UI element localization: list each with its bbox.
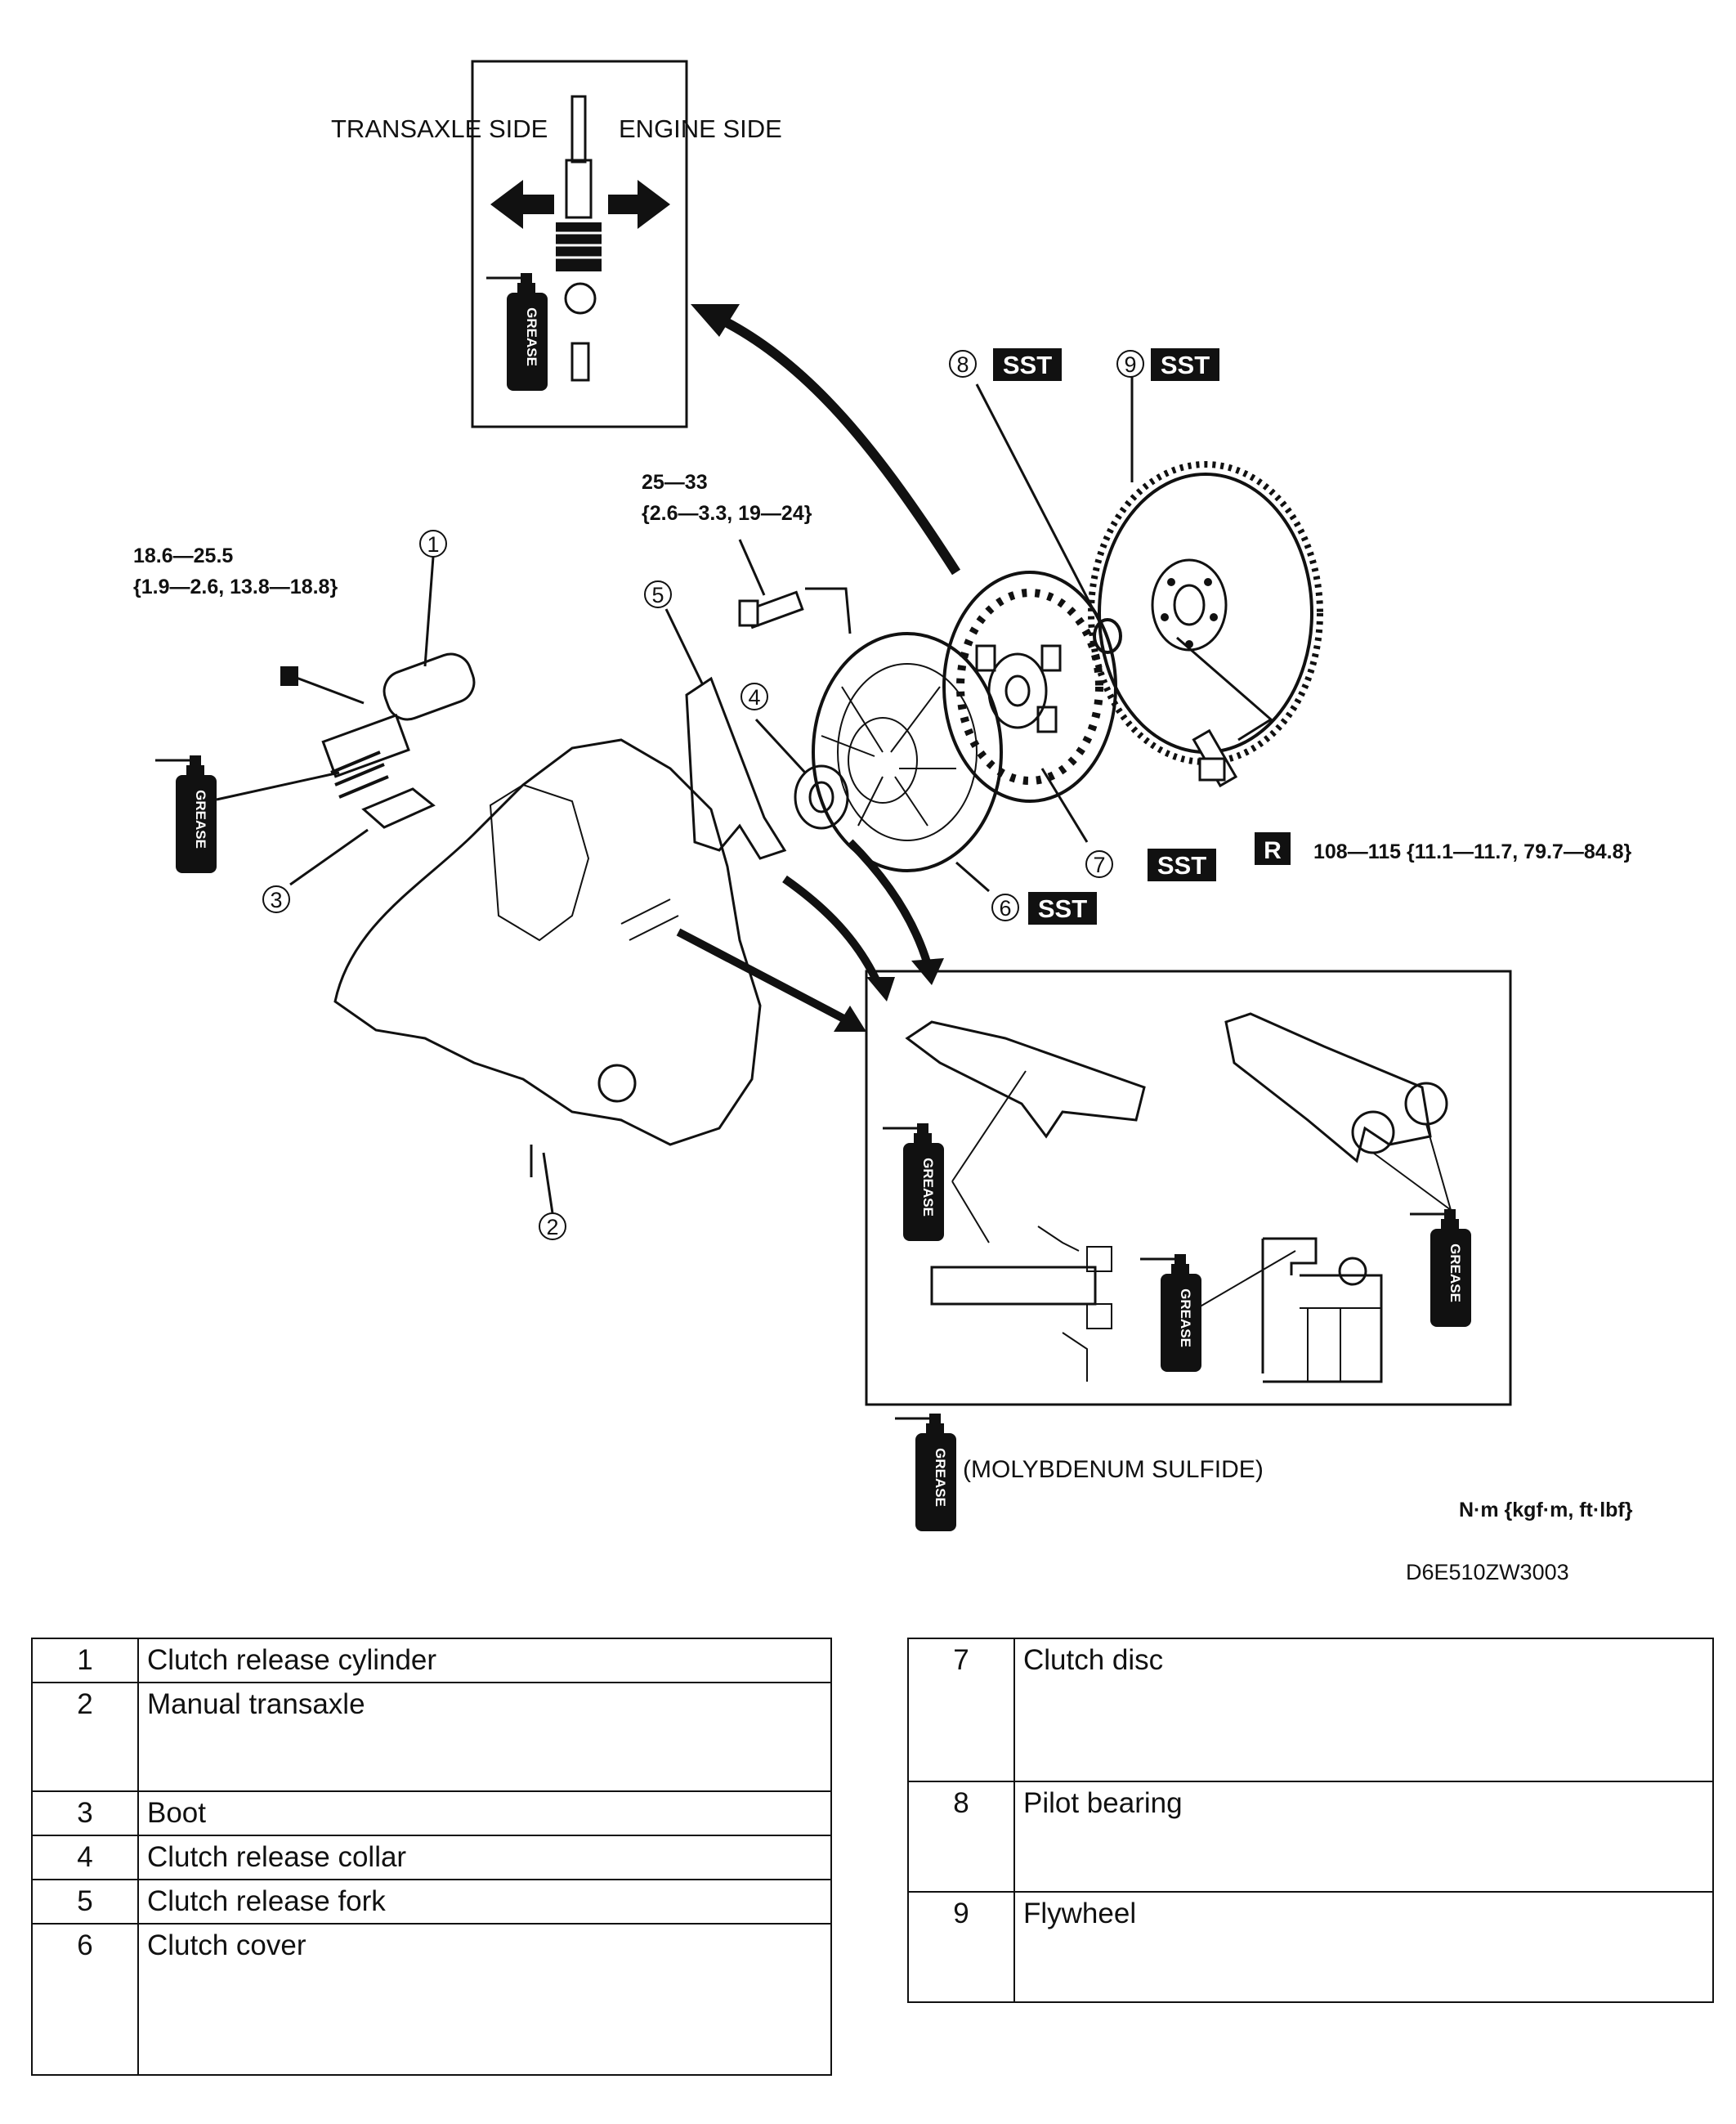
units-label: N·m {kgf·m, ft·lbf} [1459, 1499, 1633, 1521]
svg-text:GREASE: GREASE [1178, 1288, 1193, 1347]
top-inset: TRANSAXLE SIDE ENGINE SIDE GREASE [331, 60, 782, 428]
arrow-to-detail-1 [676, 928, 852, 1026]
grease-note: (MOLYBDENUM SULFIDE) [963, 1456, 1264, 1483]
torque-cylinder-line1: 18.6—25.5 [133, 544, 233, 567]
torque-flywheel: 108—115 {11.1—11.7, 79.7—84.8} [1313, 840, 1631, 863]
svg-text:2: 2 [546, 1215, 558, 1239]
engine-side-label: ENGINE SIDE [619, 114, 782, 143]
grease-icon: GREASE [1139, 1252, 1203, 1373]
legend-row: 3 Boot [31, 1790, 832, 1836]
legend-row: 6 Clutch cover [31, 1923, 832, 2076]
grease-icon: GREASE [154, 754, 218, 875]
svg-text:SST: SST [1161, 351, 1210, 379]
detail-inset: GREASE GREASE GREASE [865, 970, 1512, 1406]
legend-name: Boot [137, 1790, 832, 1836]
grease-icon: GREASE [485, 271, 549, 392]
grease-icon: GREASE [893, 1412, 958, 1533]
legend-name: Manual transaxle [137, 1682, 832, 1792]
clutch-release-collar [754, 718, 849, 830]
curved-arrow-to-inset [709, 310, 961, 576]
part-callout-5: 5 [644, 580, 672, 608]
clutch-disc [942, 571, 1117, 843]
pilot-bearing [975, 383, 1122, 654]
detail-inset-frame [865, 970, 1512, 1406]
transaxle-side-label: TRANSAXLE SIDE [331, 114, 548, 143]
clutch-release-fork [685, 676, 787, 860]
r-mark-box [1255, 832, 1291, 865]
legend-num: 3 [31, 1790, 139, 1836]
torque-cover-line2: {2.6—3.3, 19—24} [642, 502, 812, 525]
grease-icon: GREASE [881, 1122, 946, 1243]
legend-num: 7 [907, 1638, 1015, 1782]
top-inset-frame [471, 60, 688, 428]
legend-table-right: 7 Clutch disc 8 Pilot bearing 9 Flywheel [907, 1638, 1714, 2003]
part-callout-2: 2 [539, 1152, 566, 1240]
flywheel [1088, 376, 1323, 765]
svg-text:3: 3 [270, 888, 282, 912]
svg-text:GREASE: GREASE [193, 790, 208, 849]
legend-num: 4 [31, 1835, 139, 1880]
manual-transaxle [333, 738, 762, 1177]
svg-text:7: 7 [1093, 853, 1105, 877]
part-callout-8: 8 SST [949, 348, 1062, 381]
svg-text:GREASE: GREASE [524, 307, 539, 366]
svg-text:5: 5 [651, 583, 664, 607]
legend-name: Clutch disc [1013, 1638, 1714, 1782]
legend-name: Clutch release cylinder [137, 1638, 832, 1683]
legend-num: 6 [31, 1923, 139, 2076]
svg-text:1: 1 [427, 532, 439, 557]
arrow-to-detail-2 [782, 875, 883, 988]
part-callout-7: 7 SST [1085, 849, 1216, 881]
legend-row: 1 Clutch release cylinder [31, 1638, 832, 1683]
boot [361, 787, 436, 829]
legend-num: 8 [907, 1781, 1015, 1893]
legend-row: 9 Flywheel [907, 1891, 1714, 2003]
legend-name: Flywheel [1013, 1891, 1714, 2003]
boot-bellows [556, 222, 602, 271]
svg-text:SST: SST [1003, 351, 1052, 379]
legend-row: 7 Clutch disc [907, 1638, 1714, 1782]
legend-row: 5 Clutch release fork [31, 1879, 832, 1925]
r-mark: R [1264, 837, 1282, 864]
legend-num: 2 [31, 1682, 139, 1792]
arrow-right-icon [608, 180, 670, 229]
legend-num: 5 [31, 1879, 139, 1925]
legend-num: 1 [31, 1638, 139, 1683]
torque-cover-line1: 25—33 [642, 471, 708, 494]
part-callout-3: 3 [262, 885, 290, 913]
grease-icon: GREASE [1408, 1208, 1473, 1329]
svg-text:6: 6 [999, 896, 1011, 921]
legend-row: 8 Pilot bearing [907, 1781, 1714, 1893]
part-callout-1: 1 [419, 530, 447, 667]
arrowhead-icon [691, 304, 740, 337]
cover-bolt [738, 539, 852, 634]
legend-name: Clutch release fork [137, 1879, 832, 1925]
arrow-to-detail-3 [847, 839, 932, 966]
drawing-code: D6E510ZW3003 [1406, 1560, 1569, 1584]
svg-text:4: 4 [748, 685, 760, 710]
torque-cylinder-line2: {1.9—2.6, 13.8—18.8} [133, 576, 338, 598]
legend-table-left: 1 Clutch release cylinder 2 Manual trans… [31, 1638, 832, 2076]
legend-name: Clutch cover [137, 1923, 832, 2076]
part-callout-4: 4 [740, 683, 768, 710]
arrow-left-icon [490, 180, 554, 229]
svg-text:8: 8 [956, 352, 969, 377]
svg-text:9: 9 [1124, 352, 1136, 377]
legend-row: 2 Manual transaxle [31, 1682, 832, 1792]
legend-num: 9 [907, 1891, 1015, 2003]
svg-text:GREASE: GREASE [1447, 1243, 1463, 1302]
svg-text:SST: SST [1157, 851, 1206, 880]
svg-text:GREASE: GREASE [933, 1448, 948, 1507]
svg-text:GREASE: GREASE [920, 1158, 936, 1217]
legend-row: 4 Clutch release collar [31, 1835, 832, 1880]
legend-name: Clutch release collar [137, 1835, 832, 1880]
part-callout-6: 6 SST [955, 861, 1097, 925]
part-callout-9: 9 SST [1116, 348, 1219, 381]
exploded-diagram: TRANSAXLE SIDE ENGINE SIDE GREASE 18.6—2… [133, 60, 1633, 1533]
clutch-release-cylinder [216, 652, 476, 801]
svg-text:SST: SST [1038, 894, 1087, 923]
legend-name: Pilot bearing [1013, 1781, 1714, 1893]
clutch-cover [812, 632, 1003, 872]
flywheel-bolt [1192, 728, 1238, 788]
